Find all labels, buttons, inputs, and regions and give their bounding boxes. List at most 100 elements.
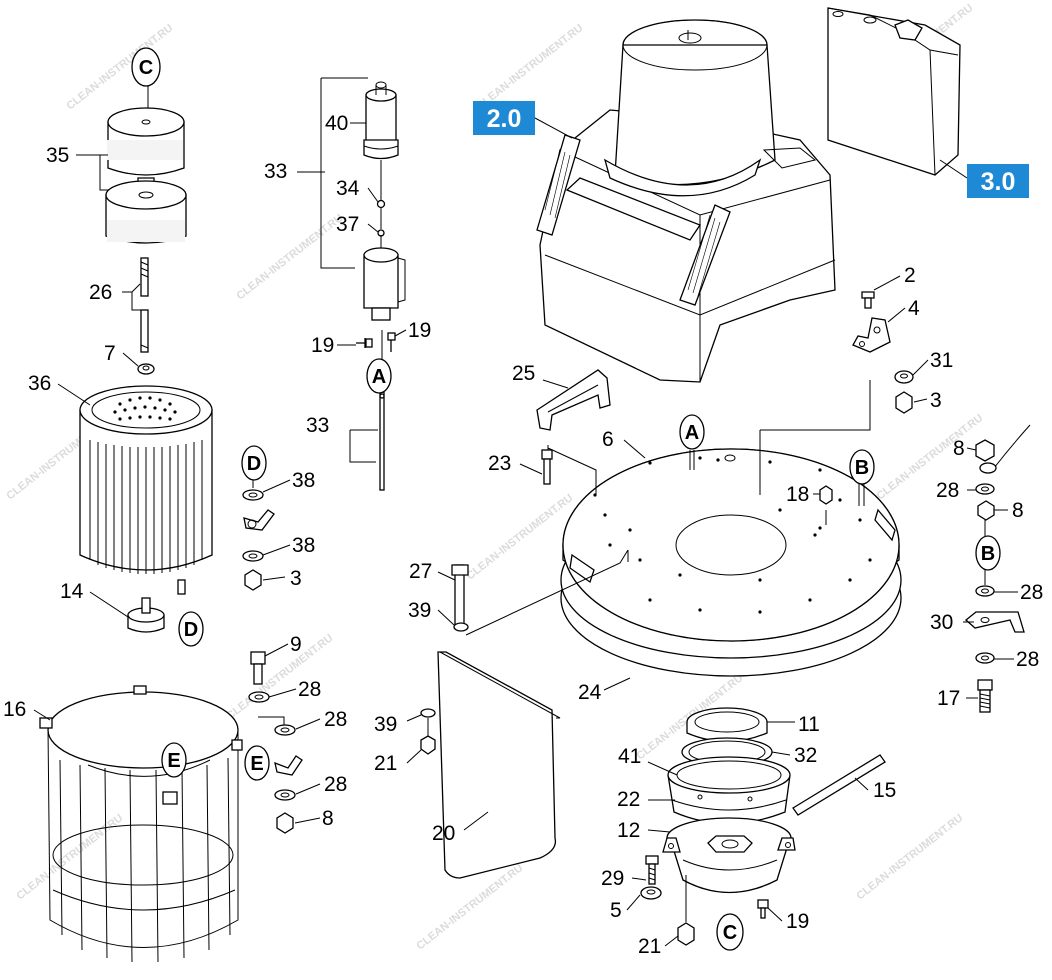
svg-text:B: B <box>855 457 869 479</box>
part-number[interactable]: 37 <box>336 213 359 236</box>
nut-3-right <box>895 391 913 414</box>
svg-text:3.0: 3.0 <box>981 168 1016 196</box>
svg-text:A: A <box>372 366 386 388</box>
svg-text:C: C <box>723 922 737 944</box>
part-number[interactable]: 19 <box>786 910 809 933</box>
washer-31 <box>894 370 914 384</box>
svg-text:D: D <box>184 619 198 641</box>
connector-c-top[interactable]: C <box>131 47 161 87</box>
part-number[interactable]: 26 <box>89 281 112 304</box>
nut-21-bottom <box>677 875 695 946</box>
watermark: CLEAN-INSTRUMENT.RU <box>874 412 985 502</box>
part-number[interactable]: 19 <box>311 334 334 357</box>
part-number[interactable]: 25 <box>512 362 535 385</box>
connector-c-bottom[interactable]: C <box>716 913 744 951</box>
part-number[interactable]: 18 <box>786 483 809 506</box>
sealing-ring-11 <box>686 707 768 743</box>
filter-weights-35 <box>105 80 187 244</box>
part-number[interactable]: 4 <box>908 297 920 320</box>
connector-d-upper[interactable]: D <box>241 445 267 481</box>
part-number[interactable]: 8 <box>1012 499 1024 522</box>
assembly-ref-3-0[interactable]: 3.0 <box>939 159 1029 198</box>
watermark: CLEAN-INSTRUMENT.RU <box>14 812 125 902</box>
main-plate-6 <box>465 380 902 677</box>
part-number[interactable]: 28 <box>324 773 347 796</box>
svg-text:E: E <box>167 750 180 772</box>
screw-29 <box>645 855 659 885</box>
part-number[interactable]: 12 <box>617 819 640 842</box>
part-number[interactable]: 27 <box>409 560 432 583</box>
part-number[interactable]: 15 <box>873 779 896 802</box>
part-number[interactable]: 40 <box>325 112 348 135</box>
part-number[interactable]: 7 <box>104 342 116 365</box>
part-number[interactable]: 38 <box>292 469 315 492</box>
part-number[interactable]: 2 <box>904 264 916 287</box>
assembly-ref-2-0[interactable]: 2.0 <box>473 101 573 139</box>
hardware-stack-b <box>964 424 1031 713</box>
part-number[interactable]: 3 <box>290 567 302 590</box>
part-number[interactable]: 8 <box>953 437 965 460</box>
part-number[interactable]: 14 <box>60 580 84 603</box>
part-number[interactable]: 22 <box>617 788 640 811</box>
part-number[interactable]: 31 <box>930 349 953 372</box>
part-number[interactable]: 28 <box>324 708 347 731</box>
connector-b-plate[interactable]: B <box>849 449 875 485</box>
part-number[interactable]: 28 <box>1016 648 1039 671</box>
part-number[interactable]: 6 <box>602 428 614 451</box>
watermark: CLEAN-INSTRUMENT.RU <box>474 22 585 112</box>
connector-a-plate[interactable]: A <box>679 414 705 450</box>
part-number[interactable]: 28 <box>298 678 321 701</box>
svg-text:2.0: 2.0 <box>487 105 522 133</box>
motor-head-assembly <box>536 19 836 383</box>
part-number[interactable]: 38 <box>292 534 315 557</box>
part-number[interactable]: 35 <box>46 144 69 167</box>
connector-d-lower[interactable]: D <box>178 611 204 647</box>
part-number[interactable]: 34 <box>336 177 360 200</box>
leader-lines <box>33 122 1018 947</box>
part-number[interactable]: 11 <box>798 713 820 736</box>
svg-text:C: C <box>139 57 153 79</box>
connector-e-basket[interactable]: E <box>161 742 187 778</box>
cartridge-filter-36 <box>79 385 213 595</box>
part-number[interactable]: 41 <box>618 745 641 768</box>
float-parts-column <box>320 77 406 491</box>
part-number[interactable]: 36 <box>28 372 51 395</box>
part-number[interactable]: 9 <box>290 633 302 656</box>
part-number[interactable]: 33 <box>306 414 329 437</box>
part-number[interactable]: 32 <box>794 744 817 767</box>
screw-19-right <box>387 332 396 352</box>
part-number[interactable]: 39 <box>408 599 431 622</box>
washer-5 <box>640 886 662 900</box>
part-number[interactable]: 21 <box>638 935 661 958</box>
screw-19-left <box>356 338 373 348</box>
svg-text:A: A <box>685 422 699 444</box>
part-number[interactable]: 5 <box>610 899 622 922</box>
screw-2 <box>861 291 875 309</box>
part-number[interactable]: 16 <box>3 698 26 721</box>
part-number[interactable]: 21 <box>374 752 397 775</box>
housing-41-22 <box>667 756 791 825</box>
watermark: CLEAN-INSTRUMENT.RU <box>854 812 965 902</box>
connector-b-right[interactable]: B <box>975 535 1001 571</box>
screw-23 <box>541 445 597 495</box>
part-number[interactable]: 19 <box>408 319 431 342</box>
connector-a-left[interactable]: A <box>366 358 392 394</box>
part-number[interactable]: 23 <box>488 452 511 475</box>
part-number[interactable]: 28 <box>1020 581 1043 604</box>
connector-e-stack[interactable]: E <box>244 745 270 781</box>
part-number[interactable]: 28 <box>936 479 959 502</box>
part-number[interactable]: 29 <box>601 867 624 890</box>
part-number[interactable]: 30 <box>930 611 953 634</box>
part-number[interactable]: 17 <box>937 687 960 710</box>
part-number[interactable]: 20 <box>432 822 455 845</box>
part-number[interactable]: 33 <box>264 160 287 183</box>
svg-text:E: E <box>250 753 263 775</box>
part-number[interactable]: 24 <box>578 681 602 704</box>
basket-16 <box>39 685 243 963</box>
nut-18 <box>819 485 833 525</box>
part-number[interactable]: 39 <box>374 713 397 736</box>
part-number[interactable]: 3 <box>930 389 942 412</box>
svg-text:B: B <box>981 543 995 565</box>
part-number[interactable]: 8 <box>322 807 334 830</box>
